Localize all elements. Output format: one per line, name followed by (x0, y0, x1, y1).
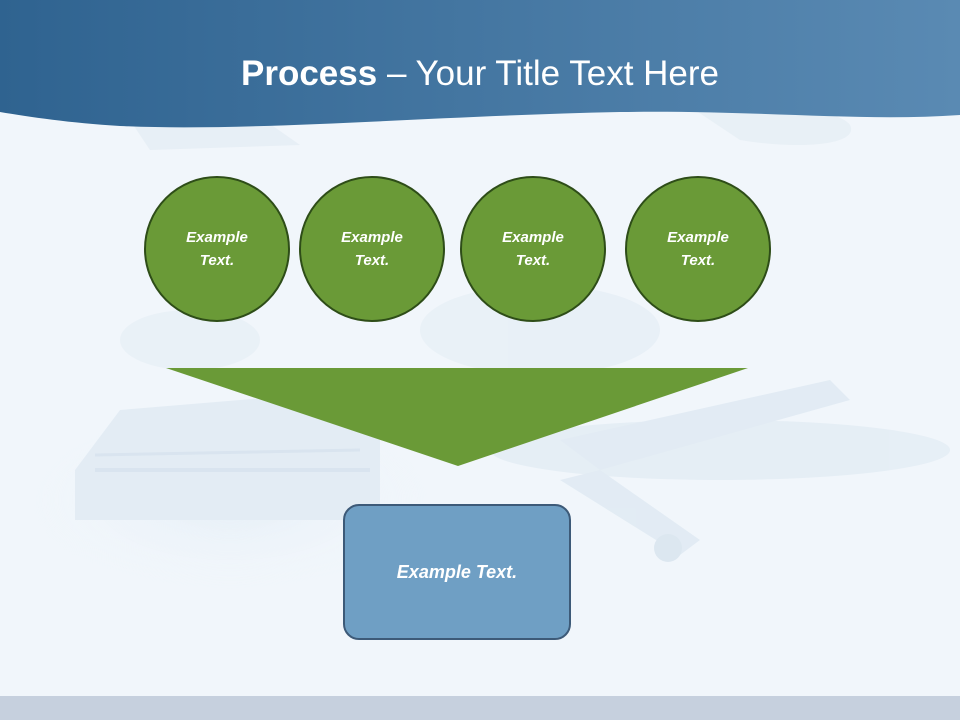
result-box: Example Text. (343, 504, 571, 640)
decorative-illustration (30, 99, 950, 590)
result-box-label: Example Text. (396, 561, 518, 582)
process-step-3: Example Text. (460, 176, 606, 322)
header-band (0, 0, 960, 128)
process-step-1-label: Example Text. (186, 229, 248, 269)
funnel-triangle (166, 368, 748, 466)
slide-title-rest: – Your Title Text Here (377, 54, 719, 93)
footer-bar (0, 696, 960, 720)
process-step-3-label: Example Text. (502, 229, 564, 269)
process-step-1: Example Text. (144, 176, 290, 322)
process-step-2: Example Text. (299, 176, 445, 322)
process-step-4-label: Example Text. (667, 229, 729, 269)
slide-title: Process – Your Title Text Here (0, 52, 960, 96)
process-step-2-label: Example Text. (341, 229, 403, 269)
slide-title-bold: Process (241, 54, 378, 93)
process-step-4: Example Text. (625, 176, 771, 322)
